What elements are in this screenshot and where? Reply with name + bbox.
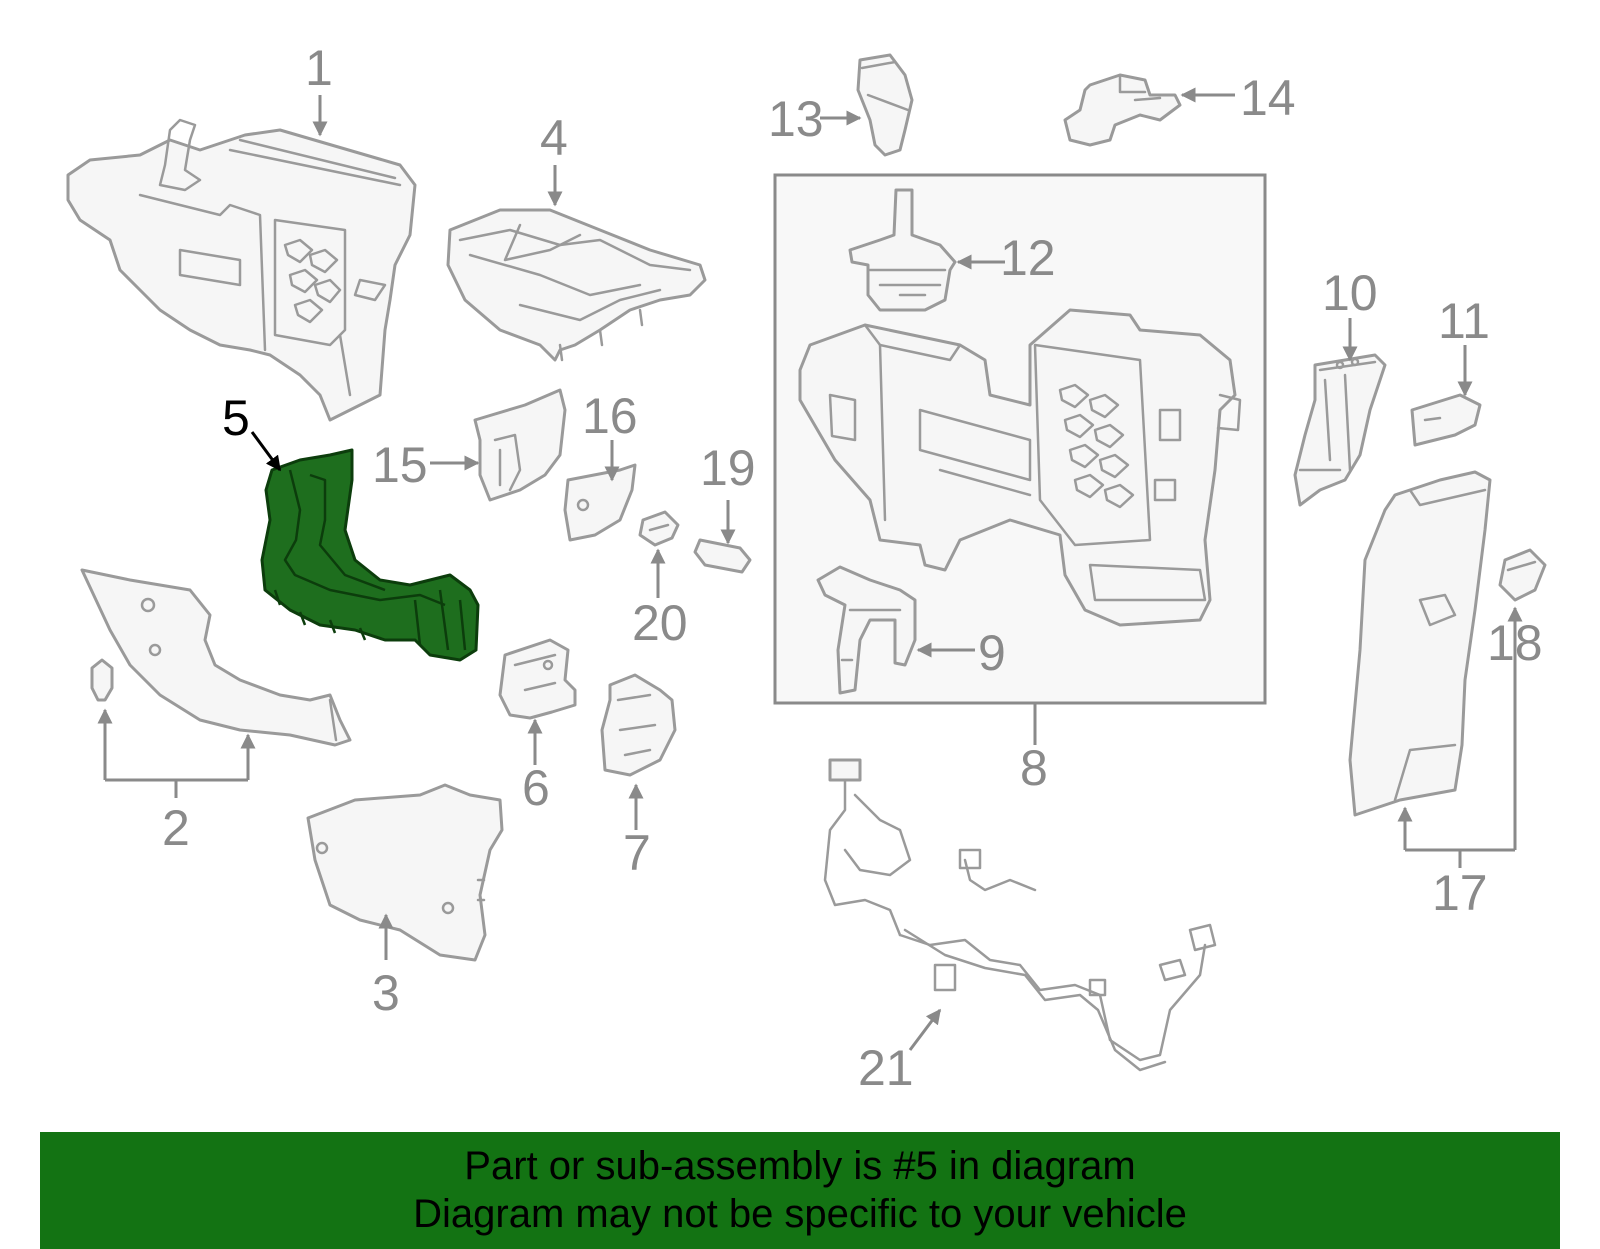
callout-14: 14 (1240, 70, 1296, 126)
part-13-shift-knob[interactable] (856, 53, 914, 157)
footer-line-1: Part or sub-assembly is #5 in diagram (464, 1144, 1136, 1188)
callout-12: 12 (1000, 230, 1056, 286)
footer-line-2: Diagram may not be specific to your vehi… (413, 1192, 1187, 1236)
part-10-bracket[interactable] (1293, 353, 1387, 507)
part-15-cover[interactable] (473, 388, 567, 502)
callout-16: 16 (582, 388, 638, 444)
callout-11: 11 (1438, 293, 1490, 349)
callout-17: 17 (1432, 865, 1488, 921)
callout-6: 6 (522, 760, 550, 816)
callout-21: 21 (858, 1040, 914, 1096)
callout-19: 19 (700, 440, 756, 496)
callout-10: 10 (1322, 265, 1378, 321)
part-2-lower-trim[interactable] (80, 568, 352, 747)
part-4-trim-panel[interactable] (446, 208, 707, 362)
part-7-bracket[interactable] (600, 673, 677, 777)
part-16-bracket[interactable] (563, 463, 637, 542)
callout-18: 18 (1487, 615, 1543, 671)
footer-banner: Part or sub-assembly is #5 in diagram Di… (40, 1132, 1560, 1249)
part-18-clip[interactable] (1498, 548, 1547, 602)
part-17-side-panel[interactable] (1348, 470, 1492, 817)
part-20-clip[interactable] (638, 510, 680, 547)
part-5-highlighted-bracket[interactable] (260, 448, 480, 662)
part-3-side-panel[interactable] (306, 783, 504, 962)
part-9-bracket[interactable] (816, 565, 917, 695)
callout-8: 8 (1020, 740, 1048, 796)
callout-2: 2 (162, 800, 190, 856)
callout-5: 5 (222, 390, 250, 446)
part-8-console-base[interactable] (798, 308, 1242, 627)
callout-13: 13 (768, 91, 824, 147)
callout-4: 4 (540, 110, 568, 166)
callout-20: 20 (632, 595, 688, 651)
callout-9: 9 (978, 625, 1006, 681)
part-14-bracket[interactable] (1063, 73, 1182, 147)
callout-3: 3 (372, 965, 400, 1021)
parts-diagram: 1 4 13 14 8 12 (66, 40, 1547, 1096)
callout-7: 7 (623, 825, 651, 881)
part-21-wiring-harness[interactable] (823, 758, 1217, 1072)
part-12-shifter[interactable] (848, 188, 957, 312)
part-2-grommet[interactable] (90, 658, 114, 702)
callout-15: 15 (372, 437, 428, 493)
part-19-cap[interactable] (693, 538, 752, 574)
part-11-clip[interactable] (1410, 393, 1482, 447)
part-6-bracket[interactable] (498, 638, 577, 720)
part-1-console-assembly[interactable] (66, 118, 417, 422)
callout-1: 1 (305, 40, 333, 96)
